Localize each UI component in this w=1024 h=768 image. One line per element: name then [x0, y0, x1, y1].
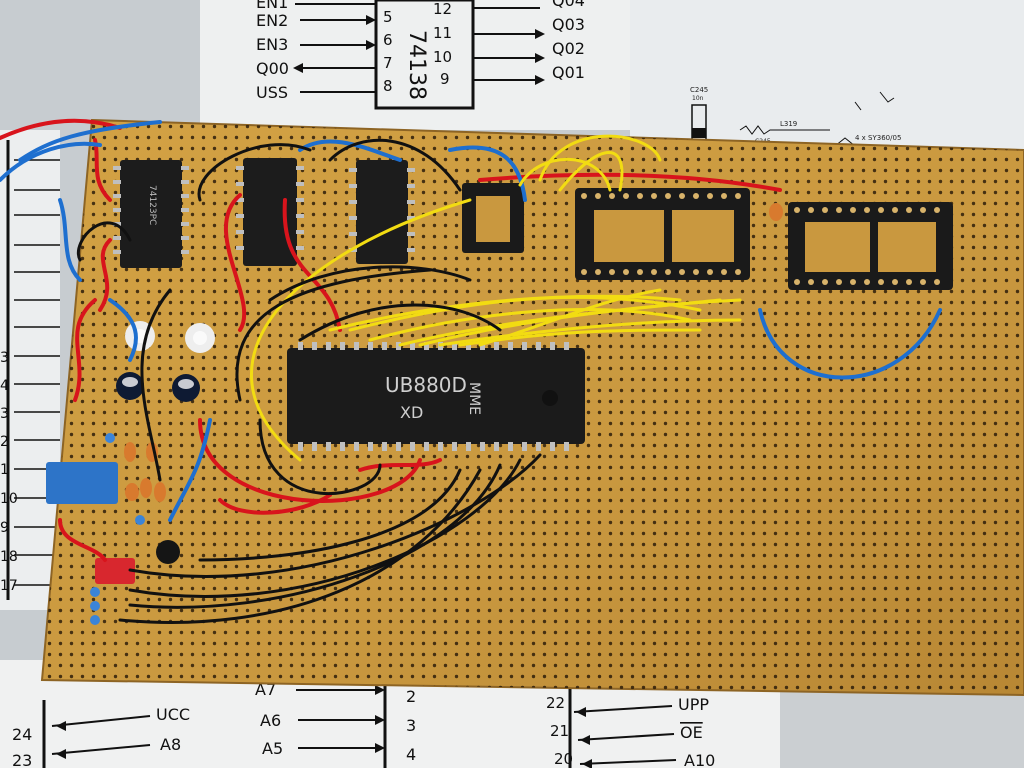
wires-blue — [0, 120, 942, 522]
pin-12: 12 — [433, 0, 452, 18]
pin-8: 8 — [383, 77, 393, 95]
dip-chip-74123: 74123PC — [113, 160, 189, 268]
bottom-pin-4: 4 — [406, 745, 416, 764]
signal-oe: OE — [680, 723, 703, 742]
signal-a10: A10 — [684, 751, 715, 768]
signal-q02: Q02 — [552, 39, 585, 58]
electrolytic-capacitor-2 — [172, 374, 200, 402]
pin-9: 9 — [440, 70, 450, 88]
cpu-side-label: MME — [466, 382, 482, 415]
left-pin-label-6: 10 — [0, 491, 18, 507]
bottom-pin-24: 24 — [12, 725, 32, 744]
led-red — [95, 558, 135, 584]
left-pin-label-2: 4 — [0, 378, 9, 394]
signal-en3: EN3 — [256, 35, 288, 54]
signal-upp: UPP — [678, 695, 709, 714]
crystal-2 — [185, 323, 215, 353]
signal-q01: Q01 — [552, 63, 585, 82]
schematic-left-connector: 3 4 3 2 1 10 9 18 17 — [0, 140, 60, 600]
wires-red — [0, 118, 782, 562]
schematic-74138: 74138 EN1 EN2 EN3 Q00 USS 5 6 7 8 12 11 … — [256, 0, 585, 110]
pin-5: 5 — [383, 8, 393, 26]
inductor-label: L319 — [780, 120, 797, 128]
left-pin-label-1: 3 — [0, 350, 9, 366]
left-pin-label-7: 9 — [0, 520, 9, 536]
diode-bridge-label: 4 x SY360/05 — [855, 134, 901, 142]
pin-7: 7 — [383, 54, 393, 72]
signal-a8: A8 — [160, 735, 181, 754]
left-pin-label-8: 18 — [0, 549, 18, 565]
electrolytic-capacitor-1 — [116, 372, 144, 400]
cpu-label: UB880D — [385, 373, 467, 397]
chip-label-74138: 74138 — [404, 30, 429, 100]
bottom-pin-3: 3 — [406, 716, 416, 735]
ic-socket-small — [462, 183, 524, 253]
cpu-chip-ub880d: UB880D XD MME — [287, 342, 585, 451]
signal-uss: USS — [256, 83, 288, 102]
left-pin-label-4: 2 — [0, 434, 9, 450]
signal-en1: EN1 — [256, 0, 288, 12]
wires-black — [77, 138, 542, 624]
component-c245-top-value: 10n — [692, 95, 704, 102]
left-pin-label-9: 17 — [0, 578, 18, 594]
bottom-pin-20: 20 — [554, 750, 573, 768]
trimmer-potentiometer — [46, 462, 118, 504]
signal-a5: A5 — [262, 739, 283, 758]
dip-chip-2 — [236, 158, 304, 266]
ic-socket-1 — [575, 188, 750, 280]
bottom-pin-2: 2 — [406, 687, 416, 706]
cpu-sublabel: XD — [400, 403, 423, 422]
signal-q04: Q04 — [552, 0, 585, 10]
signal-a7: A7 — [255, 680, 276, 699]
schematic-bottom: 24 23 UCC A8 A7 A6 A5 2 3 4 23 22 21 20 — [12, 664, 715, 768]
signal-q03: Q03 — [552, 15, 585, 34]
pin-11: 11 — [433, 24, 452, 42]
schematic-paper-left — [0, 130, 60, 610]
left-pin-label-3: 3 — [0, 406, 9, 422]
blue-resistors — [90, 433, 145, 625]
signal-a6: A6 — [260, 711, 281, 730]
pin-6: 6 — [383, 31, 393, 49]
signal-en2: EN2 — [256, 11, 288, 30]
signal-q00: Q00 — [256, 59, 289, 78]
component-c245-top: C245 — [690, 86, 708, 94]
bottom-pin-22: 22 — [546, 694, 565, 712]
ic-symbol-74138 — [374, 0, 475, 110]
bottom-pin-21: 21 — [550, 722, 569, 740]
left-pin-label-5: 1 — [0, 462, 9, 478]
signal-ucc: UCC — [156, 705, 190, 724]
chip-label-74123pc: 74123PC — [147, 185, 157, 225]
ic-socket-2 — [788, 202, 953, 290]
dip-chip-3 — [349, 160, 415, 264]
wires-yellow — [250, 134, 742, 462]
cpu-pin1-notch — [542, 390, 558, 406]
bottom-pin-23: 23 — [12, 751, 32, 768]
transistor — [156, 540, 180, 564]
pin-10: 10 — [433, 48, 452, 66]
